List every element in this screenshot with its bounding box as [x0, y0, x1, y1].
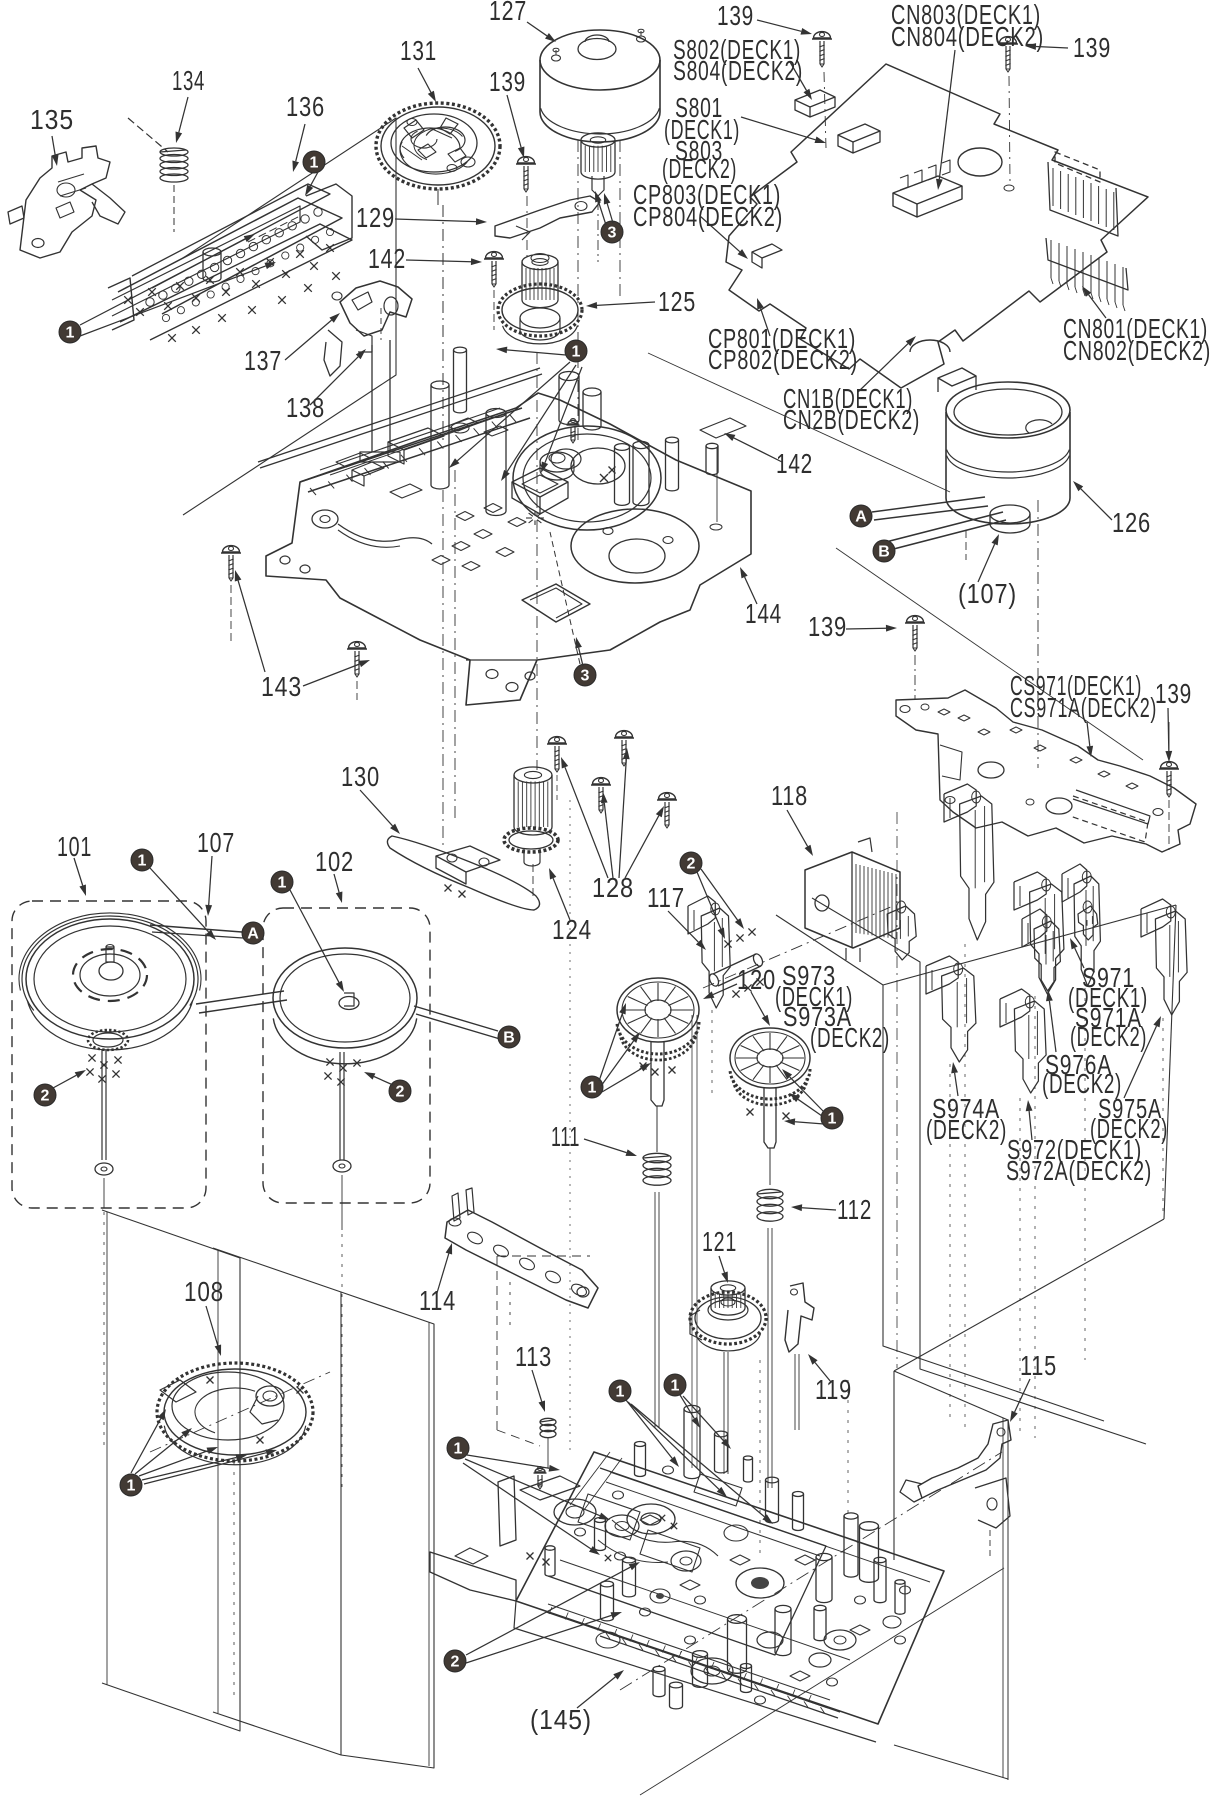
svg-text:CP801(DECK1): CP801(DECK1)	[708, 323, 856, 354]
svg-text:CN2B(DECK2): CN2B(DECK2)	[783, 404, 920, 435]
svg-text:B: B	[503, 1030, 515, 1047]
svg-text:(DECK1): (DECK1)	[1068, 982, 1148, 1013]
svg-text:S801: S801	[675, 92, 723, 123]
svg-text:119: 119	[815, 1374, 852, 1405]
svg-text:3: 3	[581, 668, 590, 685]
svg-text:CN802(DECK2): CN802(DECK2)	[1063, 335, 1211, 366]
svg-text:101: 101	[57, 831, 92, 862]
svg-text:S973: S973	[782, 960, 836, 991]
svg-text:102: 102	[315, 846, 354, 877]
svg-text:1: 1	[616, 1384, 625, 1401]
svg-text:B: B	[878, 544, 890, 561]
svg-text:CP803(DECK1): CP803(DECK1)	[633, 179, 781, 210]
svg-text:142: 142	[776, 448, 813, 479]
svg-text:1: 1	[278, 875, 287, 892]
svg-text:A: A	[855, 509, 867, 526]
svg-text:108: 108	[184, 1276, 224, 1307]
svg-text:CS971A(DECK2): CS971A(DECK2)	[1010, 692, 1157, 723]
svg-text:S976A: S976A	[1045, 1049, 1112, 1080]
svg-text:143: 143	[261, 671, 302, 702]
svg-text:S975A: S975A	[1098, 1093, 1162, 1124]
svg-text:144: 144	[745, 598, 782, 629]
svg-text:120: 120	[737, 964, 776, 995]
svg-text:118: 118	[771, 780, 808, 811]
svg-text:S973A: S973A	[783, 1001, 852, 1032]
svg-text:117: 117	[647, 882, 685, 913]
svg-text:139: 139	[1073, 32, 1111, 63]
svg-text:142: 142	[368, 243, 406, 274]
svg-text:S803: S803	[675, 135, 723, 166]
svg-text:S971: S971	[1082, 962, 1135, 993]
svg-text:139: 139	[808, 611, 847, 642]
svg-text:(DECK2): (DECK2)	[926, 1114, 1007, 1145]
svg-text:CP804(DECK2): CP804(DECK2)	[633, 201, 783, 232]
svg-text:(DECK2): (DECK2)	[662, 153, 737, 184]
svg-text:2: 2	[687, 856, 696, 873]
svg-text:135: 135	[30, 104, 74, 135]
svg-text:S972(DECK1): S972(DECK1)	[1007, 1134, 1142, 1165]
svg-text:113: 113	[515, 1341, 552, 1372]
svg-text:112: 112	[837, 1194, 872, 1225]
svg-text:(145): (145)	[530, 1704, 592, 1735]
svg-text:CS971(DECK1): CS971(DECK1)	[1010, 670, 1142, 701]
svg-text:S802(DECK1): S802(DECK1)	[673, 34, 801, 65]
svg-text:2: 2	[396, 1084, 405, 1101]
svg-text:S974A: S974A	[932, 1093, 1000, 1124]
svg-text:137: 137	[244, 345, 282, 376]
svg-text:1: 1	[66, 325, 75, 342]
svg-text:CP802(DECK2): CP802(DECK2)	[708, 344, 858, 375]
svg-text:CN801(DECK1): CN801(DECK1)	[1063, 313, 1208, 344]
svg-text:139: 139	[489, 66, 526, 97]
svg-text:127: 127	[489, 0, 527, 26]
svg-text:1: 1	[588, 1080, 597, 1097]
svg-text:(DECK1): (DECK1)	[664, 114, 740, 145]
svg-text:1: 1	[671, 1378, 680, 1395]
svg-text:111: 111	[551, 1121, 580, 1152]
svg-text:115: 115	[1020, 1350, 1057, 1381]
svg-text:S972A(DECK2): S972A(DECK2)	[1006, 1155, 1152, 1186]
svg-text:136: 136	[286, 91, 325, 122]
svg-text:(DECK1): (DECK1)	[775, 981, 853, 1012]
svg-text:2: 2	[41, 1088, 50, 1105]
svg-text:1: 1	[828, 1111, 837, 1128]
svg-text:2: 2	[451, 1654, 460, 1671]
svg-text:139: 139	[1155, 678, 1192, 709]
svg-text:114: 114	[419, 1285, 456, 1316]
svg-text:(DECK2): (DECK2)	[1090, 1113, 1168, 1144]
svg-text:124: 124	[552, 914, 592, 945]
svg-text:1: 1	[138, 853, 147, 870]
svg-text:129: 129	[356, 202, 395, 233]
svg-text:CN1B(DECK1): CN1B(DECK1)	[783, 383, 913, 414]
svg-text:130: 130	[341, 761, 380, 792]
svg-text:S804(DECK2): S804(DECK2)	[673, 55, 803, 86]
svg-text:126: 126	[1112, 507, 1151, 538]
svg-text:1: 1	[310, 155, 319, 172]
svg-text:CN804(DECK2): CN804(DECK2)	[891, 21, 1044, 52]
svg-text:S971A: S971A	[1075, 1002, 1142, 1033]
svg-text:(DECK2): (DECK2)	[1042, 1068, 1122, 1099]
svg-text:1: 1	[127, 1478, 136, 1495]
svg-text:125: 125	[658, 286, 696, 317]
svg-text:CN803(DECK1): CN803(DECK1)	[891, 0, 1041, 30]
svg-text:(107): (107)	[958, 578, 1017, 609]
svg-text:131: 131	[400, 35, 437, 66]
svg-text:3: 3	[608, 225, 617, 242]
svg-text:107: 107	[197, 827, 235, 858]
svg-text:A: A	[247, 926, 259, 943]
svg-text:139: 139	[717, 0, 754, 31]
svg-text:1: 1	[572, 344, 581, 361]
svg-text:(DECK2): (DECK2)	[1070, 1021, 1147, 1052]
svg-text:(DECK2): (DECK2)	[810, 1022, 890, 1053]
svg-text:134: 134	[172, 65, 205, 96]
svg-text:121: 121	[702, 1226, 737, 1257]
svg-text:1: 1	[454, 1441, 463, 1458]
